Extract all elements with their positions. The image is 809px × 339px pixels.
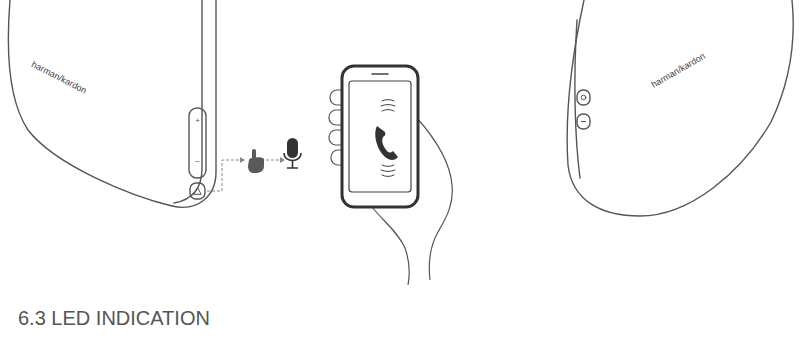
right-button <box>577 114 590 129</box>
arrow-head <box>280 157 285 163</box>
phone <box>342 66 418 207</box>
call-button <box>190 183 205 199</box>
microphone-icon <box>284 138 301 168</box>
right-button <box>577 90 590 105</box>
brand-logo: harman/kardon <box>650 52 707 90</box>
left-speaker-side-edge <box>174 0 202 203</box>
leader-line <box>207 160 244 191</box>
arrow-head <box>240 157 245 163</box>
right-speaker-outline <box>567 0 793 216</box>
call-button-symbol <box>194 188 201 195</box>
volume-up-mark: + <box>195 117 200 125</box>
volume-button <box>189 108 206 178</box>
press-hand-icon <box>248 149 264 173</box>
leader-line <box>266 160 280 161</box>
left-speaker-outline <box>8 0 216 207</box>
call-icon <box>375 100 398 177</box>
section-heading: 6.3 LED INDICATION <box>18 308 210 328</box>
brand-logo: harman/kardon <box>30 60 88 96</box>
volume-down-mark: − <box>195 158 200 166</box>
